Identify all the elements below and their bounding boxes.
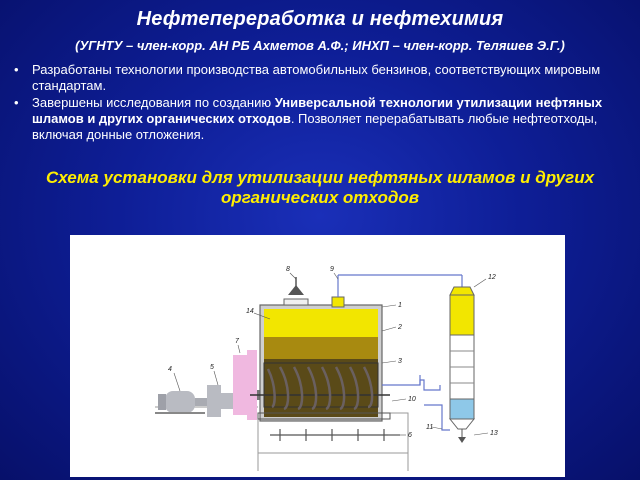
label-7: 7 [235,338,240,345]
reactor-vessel [250,304,391,422]
label-4: 4 [168,366,172,373]
label-1: 1 [398,302,402,309]
label-2: 2 [397,324,402,331]
scheme-figure: 1 2 3 4 5 6 7 8 9 10 11 12 13 14 [70,235,565,477]
label-11: 11 [426,424,433,431]
auger-cylinder [263,362,379,408]
load-arrow-icon [288,285,304,295]
bullet-bold-text: Универсальной технологии утилизации нефт… [32,95,603,126]
transfer-line [382,375,450,431]
separation-column [448,286,476,443]
label-8: 8 [286,266,290,273]
part-labels: 1 2 3 4 5 6 7 8 9 10 11 12 13 14 [168,266,498,439]
bottom-heater [270,429,400,441]
bullet-item-2: Завершены исследования по созданию Униве… [12,95,622,143]
coupling-flange [247,350,257,420]
label-13: 13 [490,430,498,437]
label-14: 14 [246,308,254,315]
motor-shaft [195,398,207,406]
vapor-outlet [331,274,463,308]
label-10: 10 [408,396,416,403]
bullet-text-before: Завершены исследования по созданию [32,95,275,110]
gearbox-coupling [221,393,233,409]
slide-subtitle: (УГНТУ – член-корр. АН РБ Ахметов А.Ф.; … [75,38,565,53]
label-12: 12 [488,274,496,281]
label-9: 9 [330,266,334,273]
loading-hatch [283,277,309,306]
coupling-plate [233,355,247,415]
label-3: 3 [398,358,402,365]
bullet-list: Разработаны технологии производства авто… [12,62,622,144]
column-top-cap [449,286,475,296]
drive-coupling [233,350,261,420]
column-water-section [449,398,475,420]
label-6: 6 [408,432,412,439]
heating-jacket [257,412,391,420]
vapor-outlet-box [331,296,345,308]
label-5: 5 [210,364,214,371]
scheme-title: Схема установки для утилизации нефтяных … [45,168,595,207]
column-upper-section [449,294,475,336]
motor-assembly [155,391,207,414]
bullet-text: Разработаны технологии производства авто… [32,62,601,93]
motor-end-cap [158,394,166,410]
bullet-item-1: Разработаны технологии производства авто… [12,62,622,94]
gearbox [207,385,233,417]
motor-body [165,391,195,413]
drain-arrow-icon [458,437,466,443]
leader-lines [173,272,489,436]
auger-screw [266,366,374,411]
sludge-upper-layer [264,309,378,337]
slide-title: Нефтепереработка и нефтехимия [136,8,504,30]
gearbox-body [207,385,221,417]
sludge-middle-layer [264,337,378,359]
installation-diagram: 1 2 3 4 5 6 7 8 9 10 11 12 13 14 [155,266,498,471]
bullet-text-after: . Позволяет перерабатывать любые нефтеот… [32,111,598,142]
